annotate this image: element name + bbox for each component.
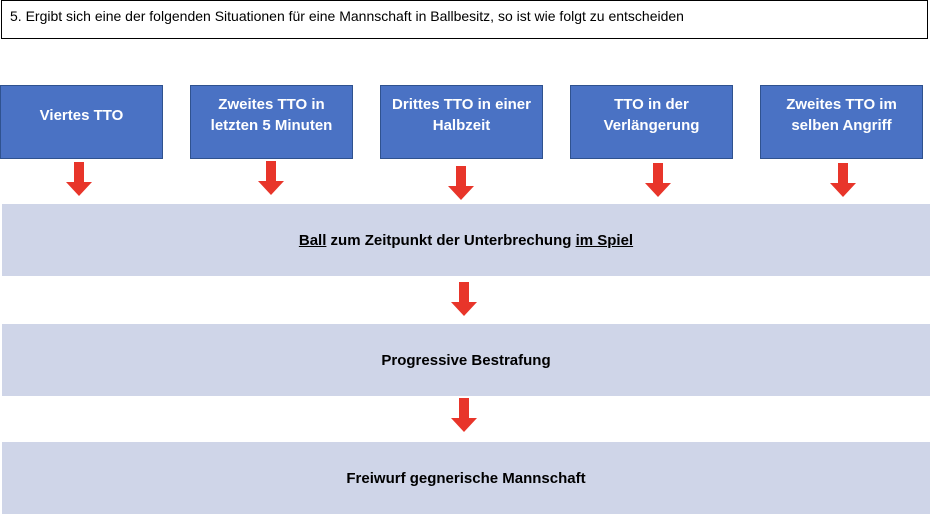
situation-label-5: Zweites TTO im selben Angriff: [786, 96, 897, 134]
instruction-box: 5. Ergibt sich eine der folgenden Situat…: [1, 0, 928, 39]
progressive-penalty-band: Progressive Bestrafung: [2, 324, 930, 396]
down-arrow-icon: [66, 162, 92, 196]
situation-box-3: Drittes TTO in einer Halbzeit: [380, 85, 543, 159]
down-arrow-icon: [645, 163, 671, 197]
free-throw-label: Freiwurf gegnerische Mannschaft: [346, 469, 586, 487]
in-play-text: im Spiel: [575, 231, 634, 249]
situation-box-4: TTO in der Verlängerung: [570, 85, 733, 159]
situation-box-5: Zweites TTO im selben Angriff: [760, 85, 923, 159]
instruction-text: 5. Ergibt sich eine der folgenden Situat…: [10, 8, 684, 24]
ball-in-play-label: Ball zum Zeitpunkt der Unterbrechung im …: [299, 232, 633, 249]
ball-word: Ball: [298, 231, 327, 249]
situation-label-4: TTO in der Verlängerung: [603, 96, 700, 134]
situation-label-3: Drittes TTO in einer Halbzeit: [392, 96, 531, 134]
situation-box-2: Zweites TTO in letzten 5 Minuten: [190, 85, 353, 159]
interruption-text: zum Zeitpunkt der Unterbrechung: [326, 231, 576, 249]
situation-label-1: Viertes TTO: [39, 106, 124, 124]
progressive-penalty-label: Progressive Bestrafung: [381, 351, 551, 369]
ball-in-play-band: Ball zum Zeitpunkt der Unterbrechung im …: [2, 204, 930, 276]
down-arrow-icon: [448, 166, 474, 200]
down-arrow-icon: [451, 398, 477, 432]
down-arrow-icon: [830, 163, 856, 197]
free-throw-band: Freiwurf gegnerische Mannschaft: [2, 442, 930, 514]
situation-box-1: Viertes TTO: [0, 85, 163, 159]
down-arrow-icon: [258, 161, 284, 195]
situation-label-2: Zweites TTO in letzten 5 Minuten: [210, 96, 333, 134]
down-arrow-icon: [451, 282, 477, 316]
